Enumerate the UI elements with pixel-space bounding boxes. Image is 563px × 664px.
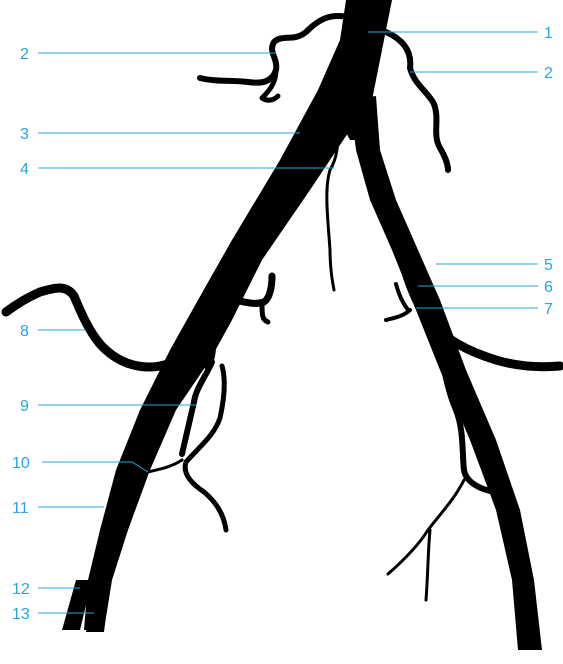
- left-internal-iliac-twig: [262, 304, 268, 322]
- label-5: 5: [544, 257, 553, 274]
- label-3: 3: [20, 126, 29, 143]
- label-12: 12: [12, 581, 30, 598]
- left-upper-branch-tip: [262, 70, 278, 100]
- label-4: 4: [20, 161, 29, 178]
- right-upper-branch: [386, 32, 448, 170]
- label-11: 11: [12, 500, 29, 517]
- label-6: 6: [544, 279, 553, 296]
- right-descending-branch-2: [388, 480, 464, 600]
- label-10: 10: [12, 455, 30, 472]
- label-9: 9: [20, 398, 29, 415]
- left-iliac-artery: [84, 40, 372, 630]
- label-1: 1: [544, 25, 553, 42]
- label-13: 13: [12, 606, 30, 623]
- label-8: 8: [20, 323, 29, 340]
- left-lateral-branch: [6, 288, 210, 367]
- label-2-left: 2: [20, 46, 29, 63]
- label-7: 7: [544, 301, 553, 318]
- right-small-branches: [386, 284, 410, 320]
- label-2-right: 2: [544, 65, 553, 82]
- left-descending-branch-2: [185, 366, 226, 530]
